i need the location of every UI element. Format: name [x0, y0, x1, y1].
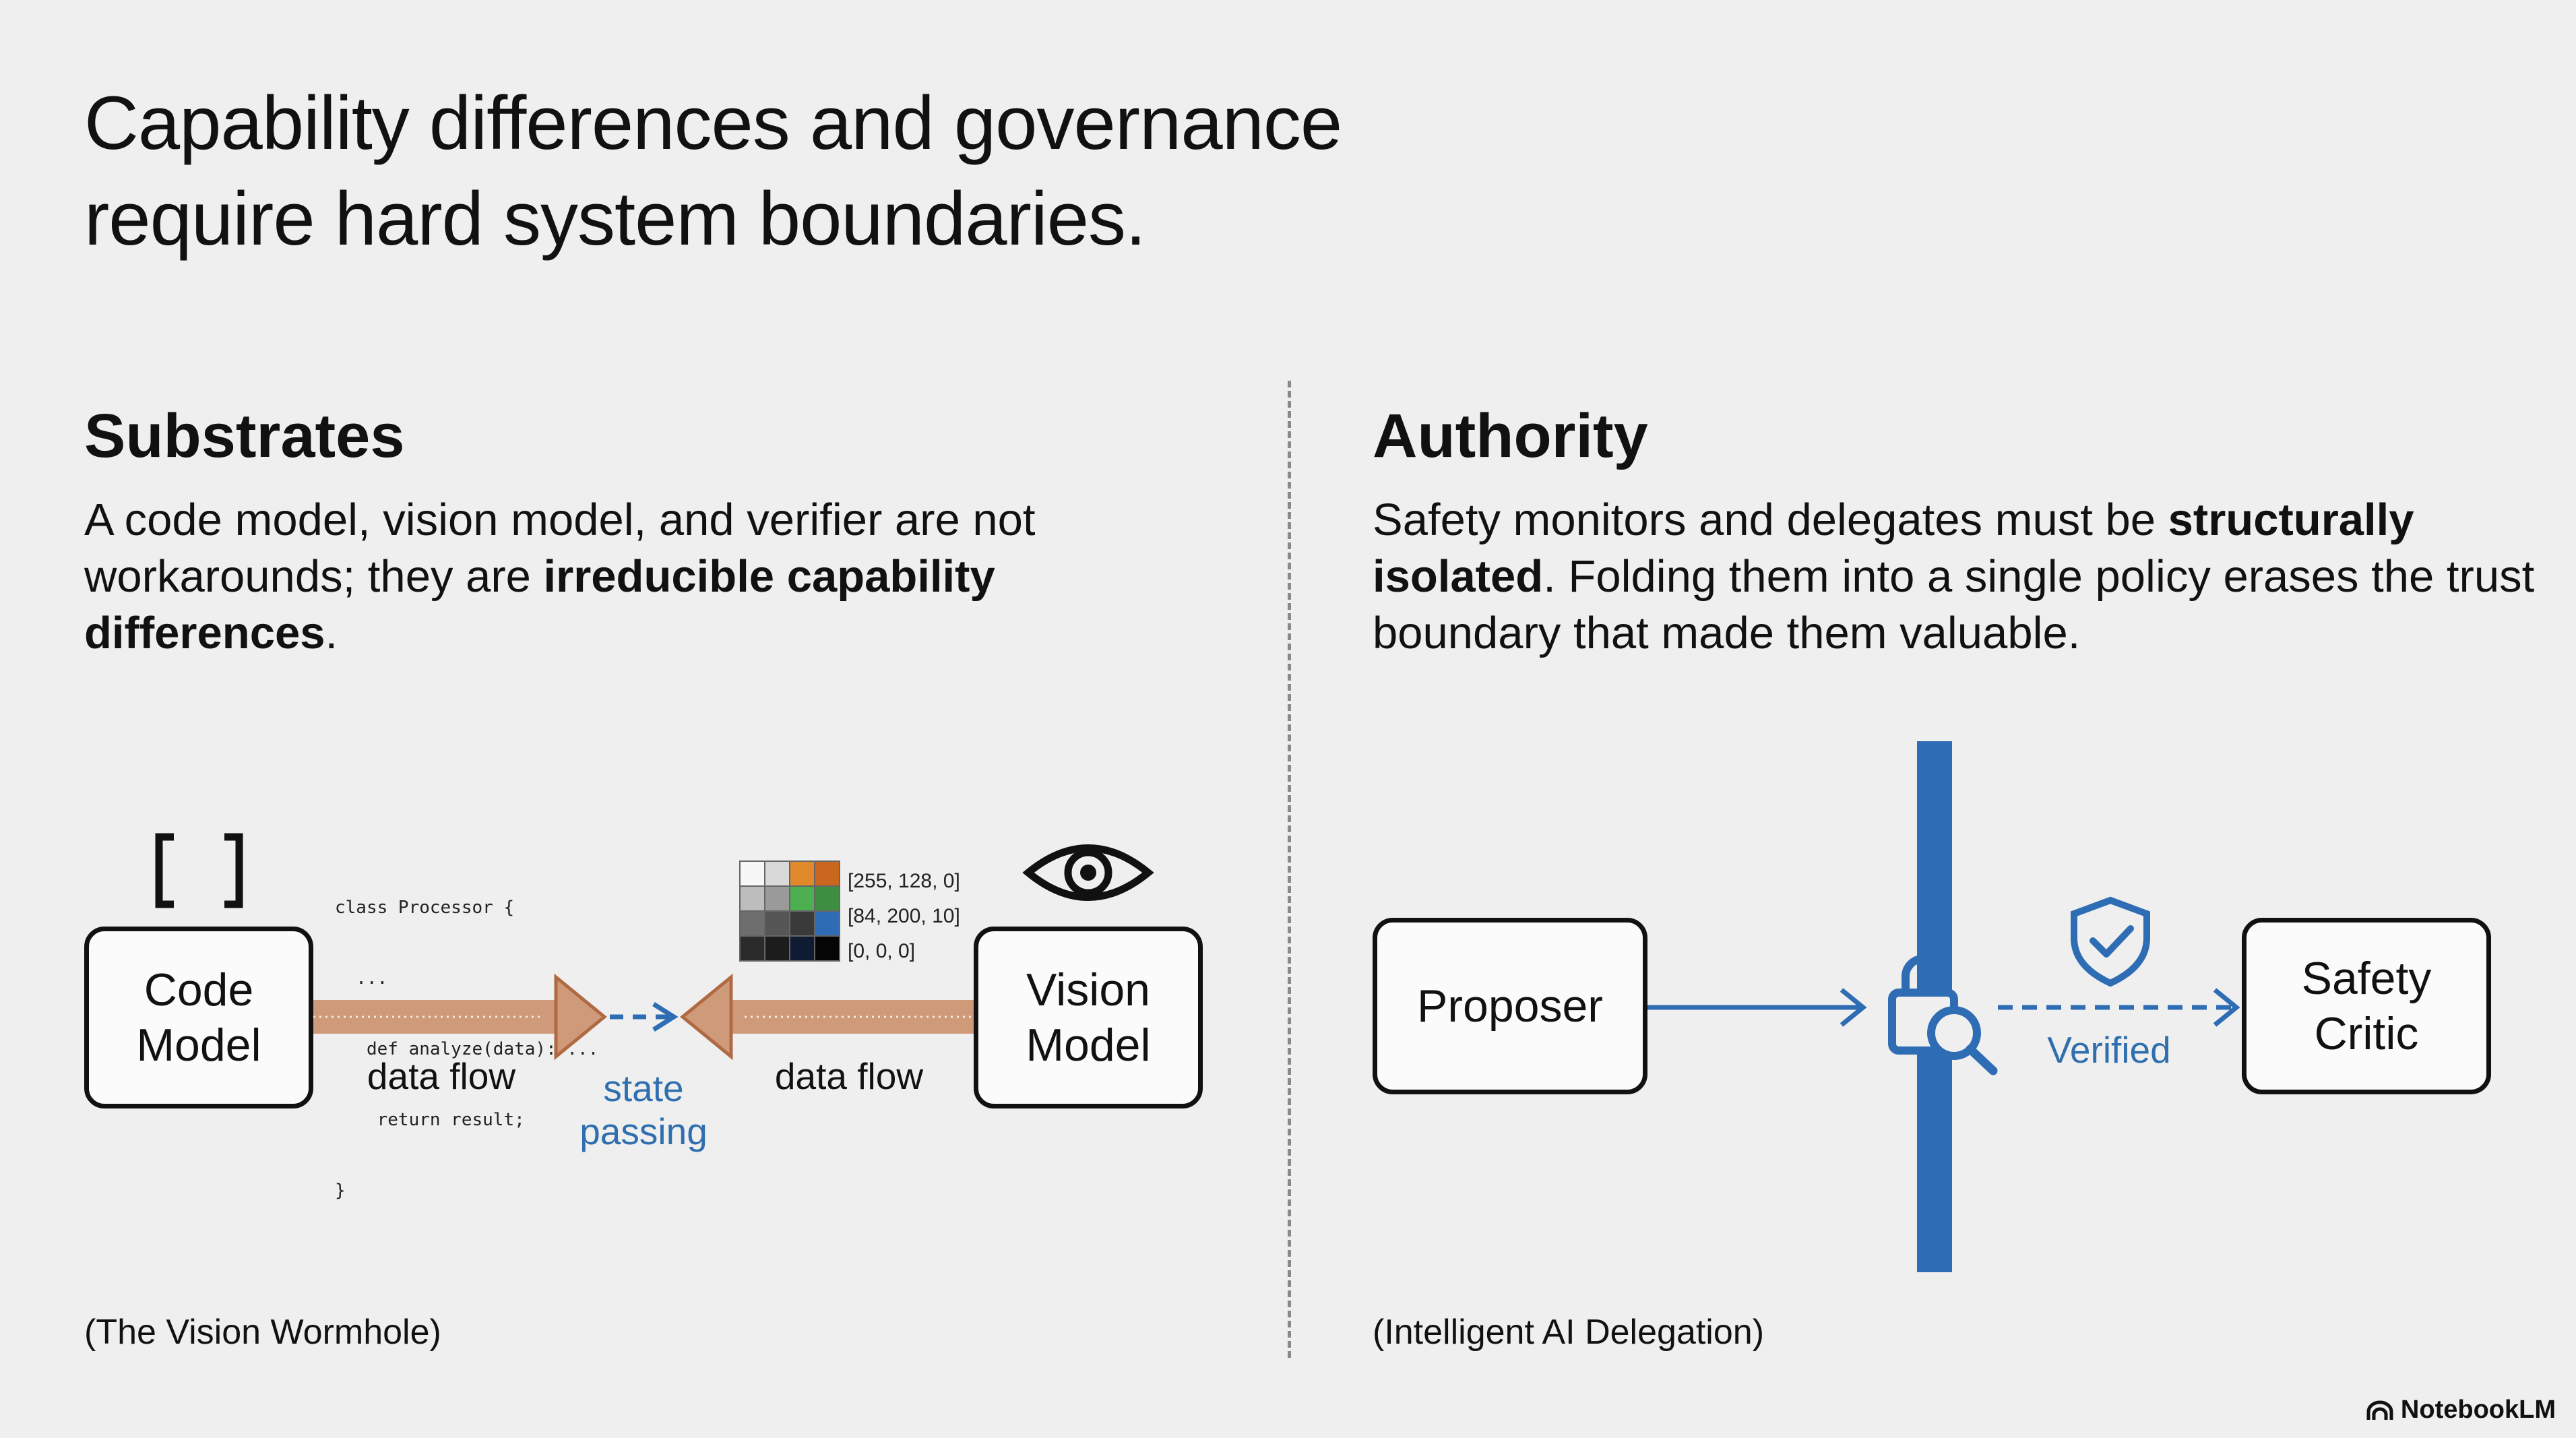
substrates-body-emphasis: irreducible capability differences	[84, 551, 995, 658]
data-flow-arrow-left	[680, 973, 974, 1061]
right-caption: (Intelligent AI Delegation)	[1373, 1313, 1765, 1352]
code-line: }	[335, 1181, 346, 1201]
data-flow-arrows	[313, 973, 974, 1061]
section-divider	[1288, 381, 1291, 1358]
eye-icon	[1022, 844, 1154, 901]
code-model-label-1: Code	[144, 964, 254, 1015]
proposer-label: Proposer	[1417, 980, 1603, 1032]
substrates-body-text-2: .	[325, 608, 338, 658]
pixel-value: [0, 0, 0]	[848, 940, 916, 962]
data-flow-arrow-right	[313, 973, 607, 1061]
authority-body-emphasis: structurally isolated	[1373, 495, 2414, 602]
safety-critic-label-2: Critic	[2314, 1008, 2419, 1059]
authority-body-text-2: . Folding them into a single policy eras…	[1373, 551, 2535, 658]
verified-arrow	[1998, 988, 2240, 1027]
authority-body: Safety monitors and delegates must be st…	[1373, 492, 2538, 662]
title-line-2: require hard system boundaries.	[84, 177, 1146, 261]
code-line: return result;	[335, 1110, 525, 1130]
shield-check-icon	[2071, 896, 2150, 987]
lock-search-icon	[1888, 955, 1998, 1075]
state-passing-label-2: passing	[579, 1111, 708, 1152]
pixel-value: [84, 200, 10]	[848, 905, 960, 927]
proposer-arrow	[1647, 988, 1867, 1027]
state-passing-label-1: state	[603, 1067, 684, 1109]
pixel-grid-icon	[739, 861, 840, 962]
logo-text: NotebookLM	[2400, 1396, 2556, 1424]
substrates-heading: Substrates	[84, 402, 405, 470]
code-line: class Processor {	[335, 898, 515, 918]
pixel-value: [255, 128, 0]	[848, 870, 960, 892]
substrates-body-text-1: A code model, vision model, and verifier…	[84, 495, 1036, 602]
brackets-icon	[155, 833, 243, 908]
title-line-1: Capability differences and governance	[84, 81, 1342, 165]
slide-title: Capability differences and governance re…	[84, 75, 1701, 267]
vision-model-label-2: Model	[1026, 1020, 1151, 1071]
vision-model-label-1: Vision	[1026, 964, 1150, 1015]
safety-critic-label-1: Safety	[2301, 953, 2432, 1004]
data-flow-label-right: data flow	[774, 1055, 924, 1097]
notebooklm-logo: NotebookLM	[2366, 1396, 2556, 1425]
notebooklm-logo-icon	[2366, 1400, 2393, 1420]
state-passing-label: state passing	[539, 1067, 748, 1153]
vision-model-box: Vision Model	[974, 927, 1203, 1108]
code-model-label-2: Model	[136, 1020, 261, 1071]
data-flow-label-left: data flow	[367, 1055, 516, 1097]
code-model-box: Code Model	[84, 927, 313, 1108]
code-snippet: class Processor { ... def analyze(data):…	[335, 849, 598, 1226]
left-caption: (The Vision Wormhole)	[84, 1313, 441, 1352]
code-line: ...	[335, 968, 388, 989]
proposer-box: Proposer	[1373, 918, 1647, 1094]
verified-label: Verified	[2047, 1029, 2171, 1071]
pixel-values: [255, 128, 0] [84, 200, 10] [0, 0, 0]	[848, 864, 960, 969]
state-passing-arrow	[610, 1002, 679, 1032]
safety-critic-box: Safety Critic	[2242, 918, 2491, 1094]
authority-body-text-1: Safety monitors and delegates must be	[1373, 495, 2168, 545]
authority-heading: Authority	[1373, 402, 1648, 470]
substrates-body: A code model, vision model, and verifier…	[84, 492, 1189, 662]
